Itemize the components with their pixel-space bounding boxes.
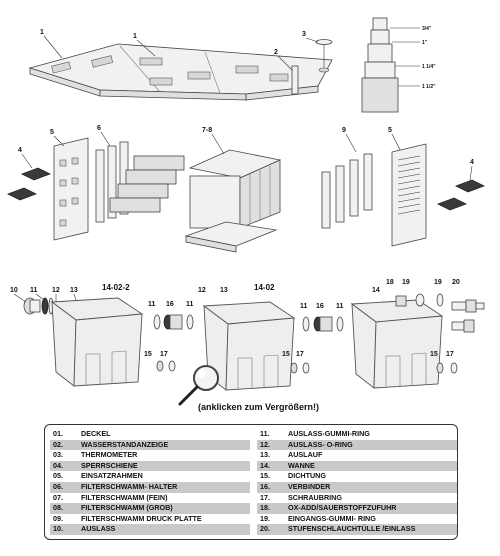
label-11-d: 11 <box>300 303 308 310</box>
parts-legend: 01.DECKEL 02.WASSERSTANDANZEIGE 03.THERM… <box>44 424 458 540</box>
locking-rail-left <box>7 167 51 201</box>
sponge-holders <box>95 141 185 223</box>
label-10: 10 <box>10 287 18 294</box>
connector-right <box>290 316 344 374</box>
hose-size-1-1-4: 1 1/4" <box>422 64 436 70</box>
legend-row: 15.DICHTUNG <box>260 471 326 481</box>
stepped-hose-barb: 3/4" 1" 1 1/4" 1 1/2" <box>361 17 436 113</box>
magnifier-icon[interactable] <box>178 365 219 406</box>
label-9: 9 <box>342 127 346 134</box>
label-4-left: 4 <box>18 147 22 154</box>
insert-frame-left <box>53 137 89 241</box>
label-18: 18 <box>386 279 394 286</box>
legend-row: 14.WANNE <box>257 460 457 472</box>
label-17-b: 17 <box>296 351 304 358</box>
legend-row: 18.OX-ADD/SAUERSTOFFZUFUHR <box>257 503 457 514</box>
label-12: 12 <box>52 287 60 294</box>
label-5-right: 5 <box>388 127 392 134</box>
legend-row: 08.FILTERSCHWAMM (GROB) <box>50 503 250 514</box>
label-1-right: 1 <box>133 33 137 40</box>
water-level-indicator <box>291 65 299 95</box>
label-15-c: 15 <box>430 351 438 358</box>
label-19-b: 19 <box>434 279 442 286</box>
legend-row: 06.FILTERSCHWAMM- HALTER <box>50 481 250 493</box>
hose-size-1-1-2: 1 1/2" <box>422 84 436 90</box>
thermometer <box>315 39 333 45</box>
inlet-parts <box>436 293 485 374</box>
legend-row: 16.VERBINDER <box>257 481 457 493</box>
hose-size-1: 1" <box>422 40 428 46</box>
tub-right <box>350 293 444 389</box>
insert-frame-right <box>391 143 427 247</box>
exploded-parts-diagram: 3/4" 1" 1 1/4" 1 1/2" 1 1 2 3 4 5 <box>7 17 485 406</box>
legend-row: 05.EINSATZRAHMEN <box>53 471 143 481</box>
label-13-b: 13 <box>220 287 228 294</box>
legend-row: 12.AUSLASS- O-RING <box>257 439 457 451</box>
locking-rail-right <box>437 179 485 211</box>
tub-left <box>50 297 144 387</box>
label-11-a: 11 <box>30 287 38 294</box>
label-15-b: 15 <box>282 351 290 358</box>
label-12-b: 12 <box>198 287 206 294</box>
label-1-left: 1 <box>40 29 44 36</box>
pressure-plates <box>321 153 373 229</box>
hose-size-3-4: 3/4" <box>422 26 432 32</box>
lid-assembly <box>28 39 333 101</box>
legend-row: 17.SCHRAUBRING <box>260 492 342 502</box>
legend-row: 04.SPERRSCHIENE <box>50 460 250 472</box>
label-14: 14 <box>372 287 380 294</box>
zoom-hint-link[interactable]: (anklicken zum Vergrößern!) <box>198 402 320 412</box>
label-6: 6 <box>97 125 101 132</box>
legend-row: 09.FILTERSCHWAMM DRUCK PLATTE <box>53 513 202 523</box>
label-16-b: 16 <box>316 303 324 310</box>
label-4-right: 4 <box>470 159 474 166</box>
outlet-left <box>23 297 54 315</box>
legend-row: 01.DECKEL <box>53 429 111 438</box>
legend-row: 13.AUSLAUF <box>260 450 323 460</box>
legend-row: 20.STUFENSCHLAUCHTÜLLE /EINLASS <box>257 524 457 535</box>
label-15-a: 15 <box>144 351 152 358</box>
legend-row: 19.EINGANGS-GUMMI- RING <box>260 513 376 523</box>
legend-row: 11.AUSLASS-GUMMI-RING <box>260 429 370 438</box>
legend-column-left: 01.DECKEL 02.WASSERSTANDANZEIGE 03.THERM… <box>50 429 250 535</box>
label-17-a: 17 <box>160 351 168 358</box>
label-11-b: 11 <box>148 301 156 308</box>
label-20: 20 <box>452 279 460 286</box>
label-17-c: 17 <box>446 351 454 358</box>
label-19-a: 19 <box>402 279 410 286</box>
legend-column-right: 11.AUSLASS-GUMMI-RING 12.AUSLASS- O-RING… <box>257 429 457 535</box>
label-2: 2 <box>274 49 278 56</box>
filter-sponges <box>184 149 282 253</box>
label-14-02-2: 14-02-2 <box>102 283 130 292</box>
label-11-e: 11 <box>336 303 344 310</box>
legend-row: 03.THERMOMETER <box>53 450 138 460</box>
label-16-a: 16 <box>166 301 174 308</box>
legend-row: 07.FILTERSCHWAMM (FEIN) <box>53 492 168 502</box>
label-5-left: 5 <box>50 129 54 136</box>
label-3: 3 <box>302 31 306 38</box>
label-13-a: 13 <box>70 287 78 294</box>
label-11-c: 11 <box>186 301 194 308</box>
label-14-02: 14-02 <box>254 283 275 292</box>
legend-row: 10.AUSLASS <box>50 524 250 535</box>
connector-left <box>153 314 194 372</box>
legend-row: 02.WASSERSTANDANZEIGE <box>50 439 250 451</box>
label-7-8: 7-8 <box>202 127 212 134</box>
